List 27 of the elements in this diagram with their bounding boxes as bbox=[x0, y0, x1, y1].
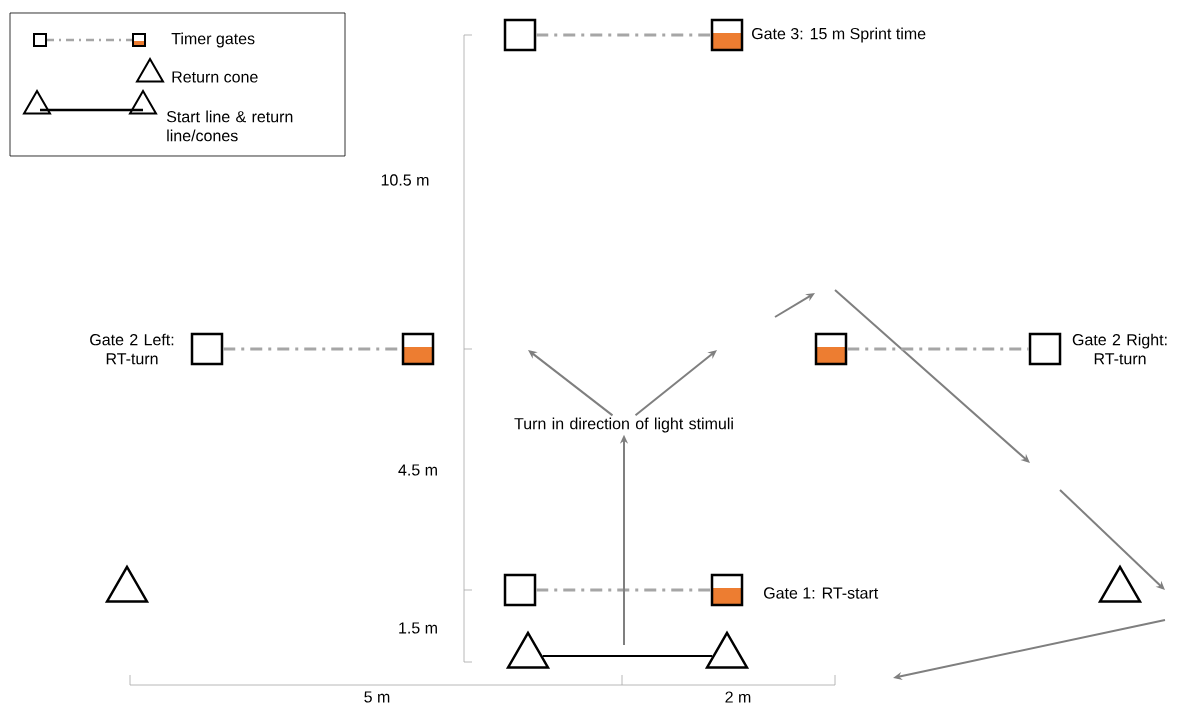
start-line bbox=[541, 655, 714, 657]
arrow bbox=[634, 350, 717, 417]
gate-beam bbox=[536, 588, 711, 592]
gate-label: Gate 2 Left: RT-turn bbox=[90, 333, 174, 365]
timer-gate bbox=[814, 332, 848, 366]
arrow bbox=[528, 350, 614, 417]
gate-label: Gate 3: 15 m Sprint time bbox=[752, 27, 926, 43]
legend-text: Start line & return line/cones bbox=[166, 110, 293, 142]
legend-text: Return cone bbox=[172, 71, 258, 83]
legend-text: Timer gates bbox=[171, 32, 255, 48]
gate-beam bbox=[847, 347, 1029, 351]
gate-beam bbox=[536, 33, 711, 37]
timer-gate bbox=[710, 18, 744, 52]
timer-gate bbox=[503, 18, 537, 52]
dimension-label: 1.5 m bbox=[399, 622, 437, 634]
timer-gate bbox=[401, 332, 435, 366]
timer-gate bbox=[710, 573, 744, 607]
gate-label: Gate 1: RT-start bbox=[764, 587, 879, 599]
dimension-label: 5 m bbox=[364, 691, 390, 703]
instruction-text: Turn in direction of light stimuli bbox=[514, 417, 733, 433]
dimension-label: 10.5 m bbox=[381, 174, 429, 186]
gate-label: Gate 2 Right: RT-turn bbox=[1072, 333, 1167, 365]
timer-gate bbox=[190, 332, 224, 366]
dimension-label: 2 m bbox=[725, 691, 751, 703]
timer-gate bbox=[503, 573, 537, 607]
dimension-label: 4.5 m bbox=[398, 464, 437, 476]
timer-gate bbox=[1028, 332, 1062, 366]
